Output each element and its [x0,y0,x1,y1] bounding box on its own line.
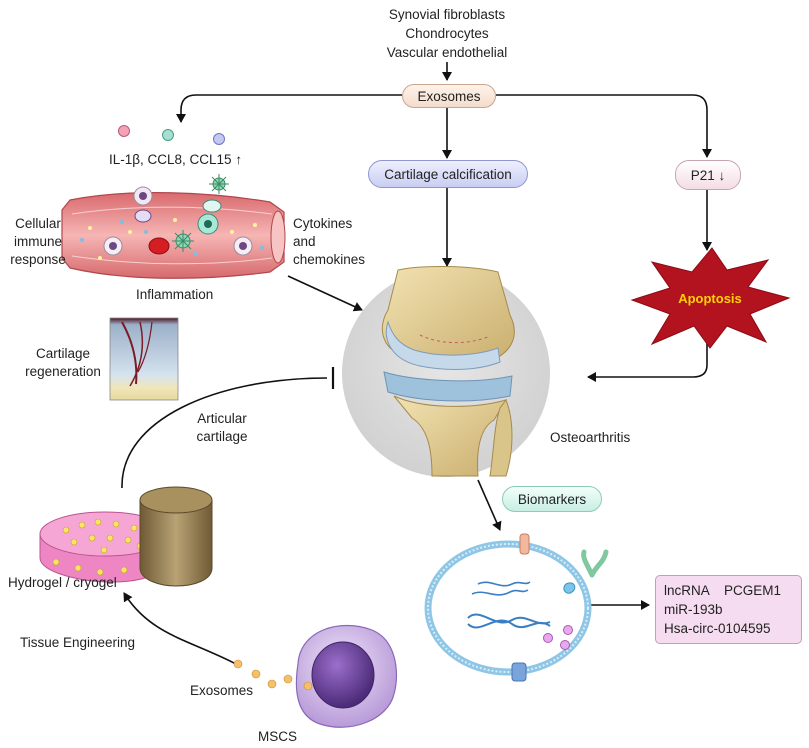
cytokine-up-arrow: ↑ [235,152,243,167]
exosomes-label-bottom: Exosomes [190,683,254,698]
rna-marker-circ: Hsa-circ-0104595 [664,621,771,636]
hydrogel-label: Hydrogel / cryogel [8,575,117,590]
cytokine-list: IL-1β, CCL8, CCL15 [109,152,232,167]
tissue-engineering-label: Tissue Engineering [20,635,136,650]
arrow-inflammation-to-oa [287,275,363,312]
blood-vessel-illustration [61,174,286,279]
apoptosis-starburst [630,247,791,349]
exosomes-pill-top: Exosomes [402,84,496,108]
mscs-label: MSCS [258,729,298,744]
immune-line: immune [13,234,62,249]
rna-biomarker-box: lncRNA PCGEM1 miR-193b Hsa-circ-0104595 [655,575,802,644]
arrow-oa-to-biomarkers [477,479,502,531]
arrow-mscs-to-hydrogel [123,592,237,665]
p21-down-arrow: ↓ [718,167,726,183]
arrow-exosomes-to-p21 [496,94,712,158]
response-line: response [10,252,66,267]
articular-line: Articular [197,411,247,426]
cytokines-line: Cytokines [293,216,353,231]
regeneration-line: regeneration [25,364,101,379]
p21-label: P21 [690,167,715,183]
arrow-hydrogel-inhibits-oa [121,377,328,489]
hydrogel-illustration [39,486,213,587]
arrow-exosomes-to-inflammation [176,94,402,123]
cartilage-regeneration-label: Cartilage regeneration [22,345,104,381]
source-vascular-endothelial: Vascular endothelial [386,45,508,60]
exosome-sources: Synovial fibroblasts Chondrocytes Vascul… [367,5,527,62]
arrow-apoptosis-to-oa [587,340,708,382]
rna-marker-lncrna: lncRNA PCGEM1 [664,583,782,598]
cartilage-line: Cartilage [35,346,91,361]
cytokines-chemokines-label: Cytokines and chemokines [293,215,365,269]
extracellular-vesicle-illustration [424,533,609,682]
inflammation-label: Inflammation [136,287,214,302]
cellular-immune-response-label: Cellular immune response [2,215,74,269]
source-chondrocytes: Chondrocytes [405,26,489,41]
osteoarthritis-label: Osteoarthritis [550,430,631,445]
and-line: and [293,234,316,249]
cytokine-levels-label: IL-1β, CCL8, CCL15 ↑ [109,151,242,168]
cartilage-line-2: cartilage [196,429,248,444]
apoptosis-label: Apoptosis [678,291,742,306]
rna-marker-mir: miR-193b [664,602,723,617]
mscs-cell-illustration [233,624,398,728]
biomarkers-pill: Biomarkers [502,486,602,512]
cartilage-sample-illustration [109,317,179,401]
source-synovial-fibroblasts: Synovial fibroblasts [388,7,506,22]
cytokine-dots [118,125,225,145]
p21-pill: P21 ↓ [675,160,741,190]
cellular-line: Cellular [15,216,61,231]
cartilage-calcification-pill: Cartilage calcification [368,160,528,188]
chemokines-line: chemokines [293,252,366,267]
articular-cartilage-label: Articular cartilage [190,410,254,446]
knee-joint-illustration [342,265,550,477]
